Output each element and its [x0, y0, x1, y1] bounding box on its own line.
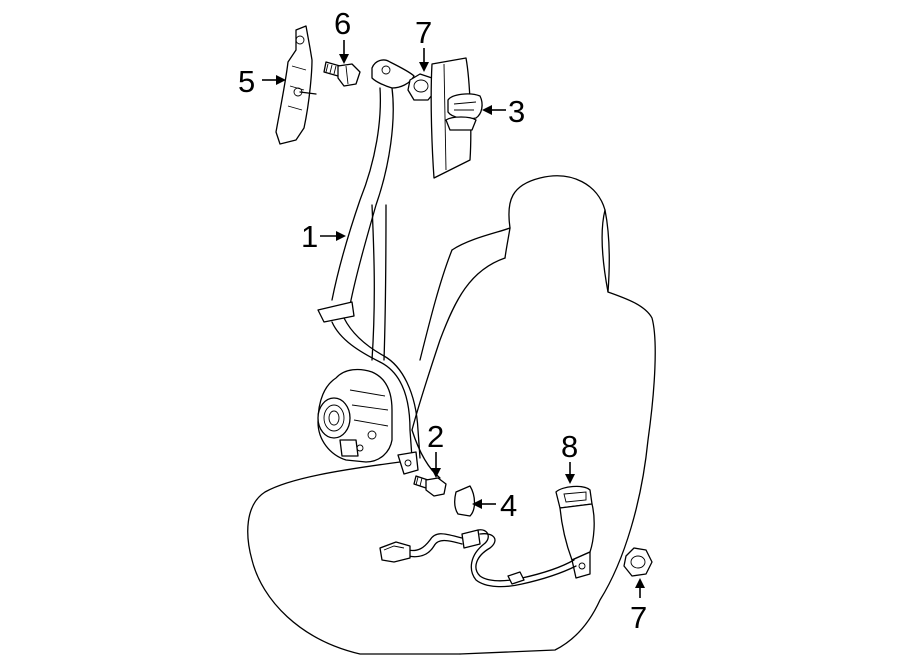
callout-labels: 1 2 3 4 5 6 7 8 7: [238, 6, 647, 635]
callout-7-top: 7: [415, 15, 432, 50]
nut-part-7-bottom: [623, 547, 653, 577]
callout-6: 6: [334, 6, 351, 41]
seat-outline: [247, 175, 656, 655]
callout-2: 2: [427, 419, 444, 454]
callout-8: 8: [561, 429, 578, 464]
callout-1: 1: [301, 219, 318, 254]
anchor-cover: [454, 485, 476, 517]
leader-lines: [262, 40, 645, 598]
callout-3: 3: [508, 94, 525, 129]
bolt-part-6: [323, 61, 361, 87]
bolt-part-2: [413, 475, 447, 497]
seat-belt-assembly: [317, 59, 421, 475]
nut-part-7-top: [407, 73, 437, 101]
buckle-assembly: [379, 485, 595, 588]
height-adjuster: [275, 25, 317, 145]
callout-5: 5: [238, 64, 255, 99]
pillar-trim-cover: [430, 57, 483, 179]
callout-7-bottom: 7: [630, 600, 647, 635]
callout-4: 4: [500, 488, 517, 523]
